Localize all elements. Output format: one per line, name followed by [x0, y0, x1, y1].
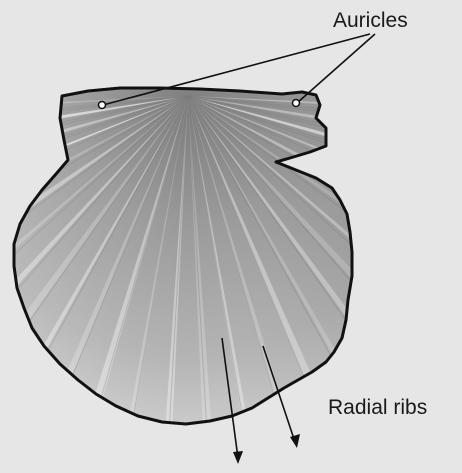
radial-rib-arrowhead-left: [233, 451, 243, 464]
auricle-left-marker: [99, 102, 106, 109]
auricle-right-leader: [297, 34, 375, 103]
radial-rib-arrowhead-right: [290, 434, 300, 448]
auricle-right-marker: [293, 100, 300, 107]
radial-ribs-label: Radial ribs: [328, 397, 427, 418]
auricles-label: Auricles: [333, 10, 408, 31]
